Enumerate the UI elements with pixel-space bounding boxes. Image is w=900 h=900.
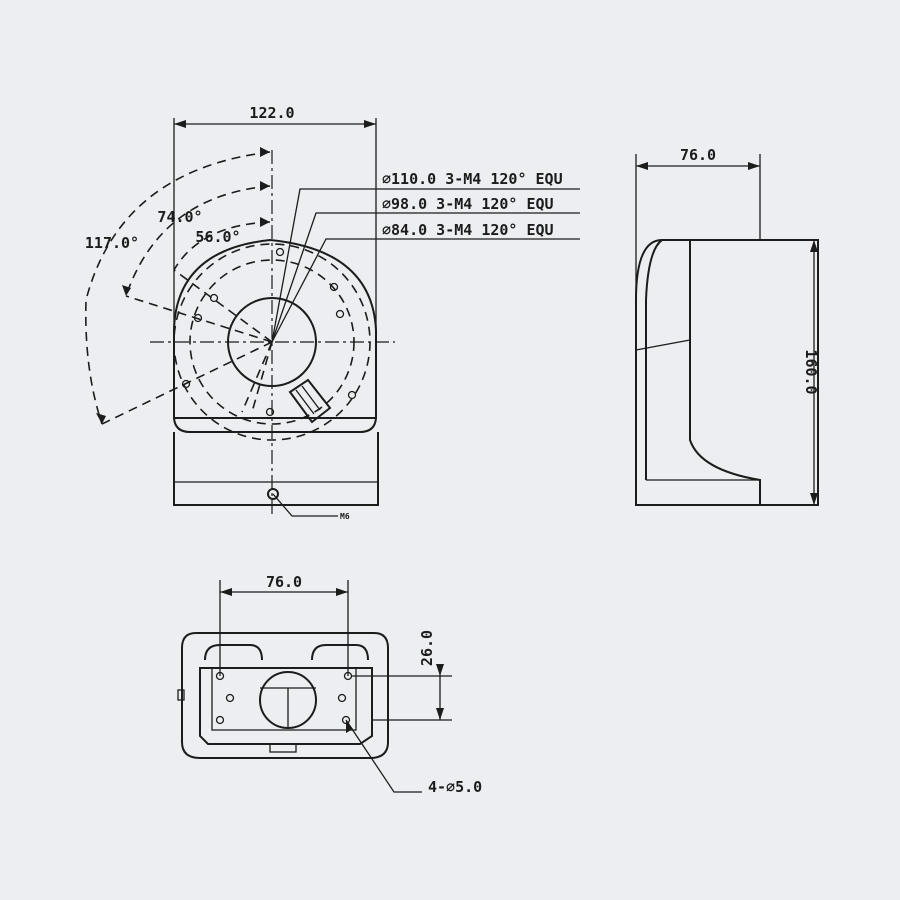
bottom-plate <box>211 668 357 731</box>
slot-left <box>204 644 263 661</box>
arrowhead <box>174 120 186 128</box>
angle-ray <box>241 341 273 413</box>
side-bump <box>177 689 185 701</box>
arrowhead <box>748 162 760 170</box>
arrowhead <box>260 181 270 191</box>
side-step <box>635 339 691 351</box>
screw-hole <box>209 293 219 303</box>
arrowhead <box>220 588 232 596</box>
side-body-outline <box>635 239 819 506</box>
arrowhead <box>260 217 270 227</box>
screw-hole <box>335 309 345 319</box>
screw-hole <box>347 390 357 400</box>
angle-ray <box>125 295 273 343</box>
mount-hole <box>215 715 225 725</box>
dim-26-label: 26.0 <box>418 630 436 666</box>
leader-110 <box>271 188 380 343</box>
front-body-outline <box>173 238 377 419</box>
screw-hole <box>265 407 275 417</box>
bottom-inner <box>199 667 373 745</box>
screw-hole <box>329 282 339 292</box>
leader-84 <box>271 238 380 343</box>
dim-160-label: 160.0 <box>802 349 820 394</box>
hole-spec-98: ∅98.0 3-M4 120° EQU <box>382 195 554 213</box>
hole-spec-84: ∅84.0 3-M4 120° EQU <box>382 221 554 239</box>
arrowhead <box>636 162 648 170</box>
angle-arc-117 <box>85 151 271 425</box>
holes-label: 4-∅5.0 <box>428 778 482 796</box>
angle-ray <box>173 269 273 343</box>
bottom-outline <box>181 632 389 759</box>
angle-ray <box>251 341 273 413</box>
arrowhead <box>810 240 818 252</box>
front-view: 122.0 117.0° 74.0° 56.0° ∅110.0 3-M4 120… <box>85 104 580 521</box>
side-front-face <box>689 240 761 505</box>
angle-label-117: 117.0° <box>85 234 139 252</box>
m6-screw <box>267 488 279 500</box>
m6-leader <box>272 493 338 517</box>
angle-ray <box>101 341 273 425</box>
cable-slot <box>288 378 332 424</box>
angle-label-56: 56.0° <box>195 228 240 246</box>
arrowhead <box>336 588 348 596</box>
arrowhead <box>436 664 444 676</box>
arrowhead <box>436 708 444 720</box>
screw-hole <box>275 247 285 257</box>
side-view: 76.0 160.0 <box>635 146 820 506</box>
leader-98 <box>271 212 380 343</box>
mount-hole <box>225 693 235 703</box>
angle-label-74: 74.0° <box>157 208 202 226</box>
dim-bottom-76-label: 76.0 <box>266 573 302 591</box>
cable-slot-inner <box>295 385 321 415</box>
m6-label: M6 <box>340 512 350 521</box>
mount-hole <box>337 693 347 703</box>
dim-side-76-label: 76.0 <box>680 146 716 164</box>
holes-leader <box>345 719 422 793</box>
arrowhead <box>122 285 131 296</box>
front-base <box>173 432 379 506</box>
arrowhead <box>260 147 270 157</box>
arrowhead <box>346 720 353 733</box>
angle-arc-56 <box>173 221 271 271</box>
arrowhead <box>810 493 818 505</box>
front-base-upper <box>173 417 377 433</box>
angle-arc-74 <box>125 185 271 297</box>
hole-spec-110: ∅110.0 3-M4 120° EQU <box>382 170 563 188</box>
dim-122-label: 122.0 <box>249 104 294 122</box>
screw-hole <box>181 379 191 389</box>
arrowhead <box>96 413 106 424</box>
slot-right <box>311 644 369 661</box>
arrowhead <box>364 120 376 128</box>
bottom-tab <box>269 743 297 753</box>
bottom-view: 76.0 26.0 4-∅5.0 <box>177 573 482 796</box>
side-curve-inner <box>645 239 663 480</box>
